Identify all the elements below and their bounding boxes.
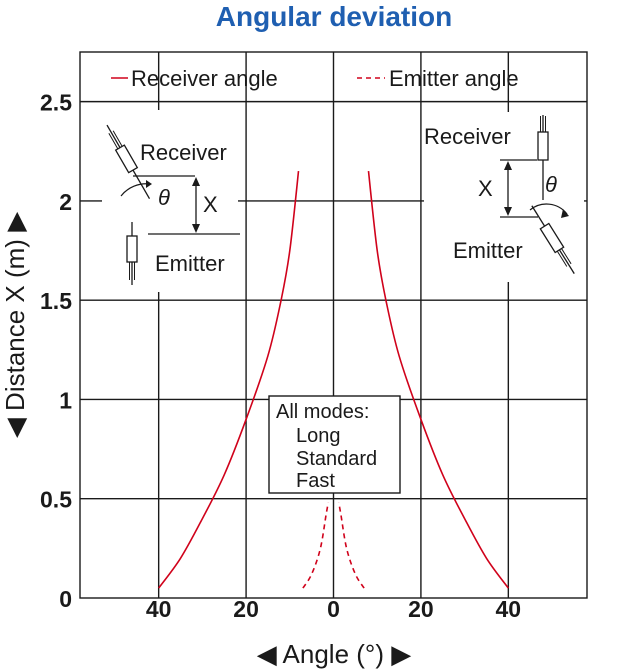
modes-item-long: Long xyxy=(296,425,341,447)
y-tick-label: 1.5 xyxy=(40,288,72,314)
x-tick-labels: 40 20 0 20 40 xyxy=(146,596,521,622)
y-tick-label: 0.5 xyxy=(40,487,72,513)
diagram-right-angle-arrowhead xyxy=(561,209,569,218)
modes-heading: All modes: xyxy=(276,401,369,423)
series-receiver-left xyxy=(158,171,300,589)
modes-annotation: All modes: Long Standard Fast xyxy=(268,395,401,494)
x-tick-label: 40 xyxy=(496,596,522,622)
diagram-right-theta: θ xyxy=(545,172,557,197)
legend-receiver-label: Receiver angle xyxy=(131,66,278,91)
legend: Receiver angle Emitter angle xyxy=(111,66,519,91)
diagram-right-emitter-icon xyxy=(531,205,575,274)
diagram-right-emitter-label: Emitter xyxy=(453,238,523,263)
diagram-left: Receiver X θ Emitter xyxy=(102,110,240,292)
y-axis-label: ◀ Distance X (m) ▶ xyxy=(0,212,30,438)
y-tick-label: 2.5 xyxy=(40,90,72,116)
y-tick-label: 2 xyxy=(59,189,72,215)
y-tick-label: 1 xyxy=(59,387,72,413)
x-tick-label: 20 xyxy=(233,596,259,622)
series-emitter-right xyxy=(337,502,365,589)
diagram-right-receiver-icon xyxy=(537,115,549,200)
y-tick-labels: 0 0.5 1 1.5 2 2.5 xyxy=(40,90,72,612)
series-emitter-left xyxy=(302,502,330,589)
diagram-left-bg xyxy=(102,110,238,292)
diagram-left-x-label: X xyxy=(203,192,218,217)
series-group xyxy=(158,171,509,589)
x-tick-label: 40 xyxy=(146,596,172,622)
diagram-right-bg xyxy=(424,112,584,282)
x-tick-label: 20 xyxy=(408,596,434,622)
series-receiver-right xyxy=(367,171,509,589)
y-tick-label: 0 xyxy=(59,586,72,612)
diagram-left-receiver-icon xyxy=(106,124,151,200)
diagram-right-receiver-label: Receiver xyxy=(424,124,511,149)
diagram-right-x-label: X xyxy=(478,176,493,201)
diagram-left-theta: θ xyxy=(158,185,170,210)
diagram-right: Receiver X θ Emitter xyxy=(424,112,584,282)
diagram-left-receiver-label: Receiver xyxy=(140,140,227,165)
modes-item-fast: Fast xyxy=(296,470,335,492)
diagram-left-emitter-label: Emitter xyxy=(155,251,225,276)
legend-emitter-label: Emitter angle xyxy=(389,66,519,91)
diagram-left-emitter-icon xyxy=(126,222,138,285)
chart-title: Angular deviation xyxy=(216,1,452,32)
x-axis-label: ◀ Angle (°) ▶ xyxy=(257,639,411,669)
x-tick-label: 0 xyxy=(327,596,340,622)
diagram-left-angle-arrowhead xyxy=(146,180,152,188)
modes-item-standard: Standard xyxy=(296,448,377,470)
modes-annotation-box xyxy=(268,395,401,494)
